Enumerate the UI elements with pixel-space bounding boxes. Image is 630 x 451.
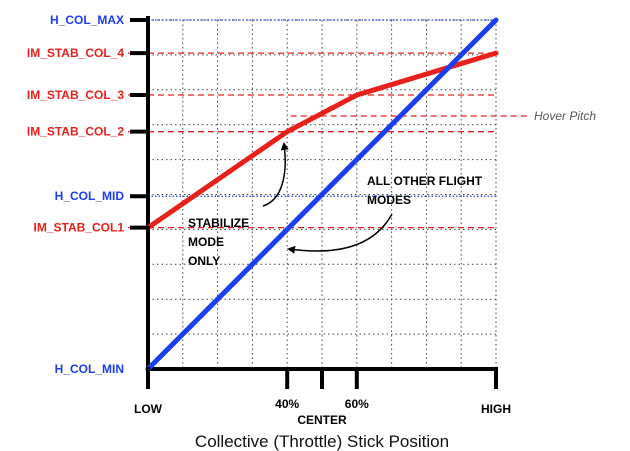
- series-line-0: [145, 50, 499, 231]
- y-label: H_COL_MAX: [50, 13, 124, 27]
- annotation-other-arrow: [287, 213, 393, 254]
- y-label: IM_STAB_COL_3: [27, 88, 124, 102]
- x-axis-title: Collective (Throttle) Stick Position: [195, 432, 449, 451]
- x-tick-label: 40%: [275, 397, 299, 411]
- annotation-all-other-modes: ALL OTHER FLIGHT MODES: [287, 174, 483, 254]
- annotation-stabilize-line-2: MODE: [188, 235, 224, 249]
- x-axis-ticks: LOW 40% CENTER 60% HIGH: [134, 367, 511, 427]
- series-line-1: [145, 17, 499, 372]
- x-tick-label: CENTER: [297, 413, 347, 427]
- y-axis-ticks: H_COL_MAX IM_STAB_COL_4IM_STAB_COL_3IM_ST…: [27, 13, 150, 376]
- reference-lines: [128, 19, 528, 229]
- x-tick-label: LOW: [134, 402, 163, 416]
- annotation-stabilize-line-1: STABILIZE: [188, 216, 249, 230]
- y-label: H_COL_MID: [55, 189, 125, 203]
- y-label: IM_STAB_COL_4: [27, 46, 124, 60]
- y-label: IM_STAB_COL1: [34, 221, 125, 235]
- y-label: H_COL_MIN: [55, 362, 124, 376]
- annotation-stabilize-arrow: [262, 142, 289, 207]
- annotation-other-line-1: ALL OTHER FLIGHT: [367, 174, 483, 188]
- annotation-stabilize-line-3: ONLY: [188, 254, 220, 268]
- annotation-other-line-2: MODES: [367, 193, 411, 207]
- y-label: IM_STAB_COL_2: [27, 125, 124, 139]
- hover-pitch-label: Hover Pitch: [534, 109, 596, 123]
- annotation-stabilize-mode: STABILIZE MODE ONLY: [188, 142, 289, 268]
- series: [145, 17, 499, 372]
- x-tick-label: 60%: [345, 397, 369, 411]
- x-tick-label: HIGH: [481, 402, 511, 416]
